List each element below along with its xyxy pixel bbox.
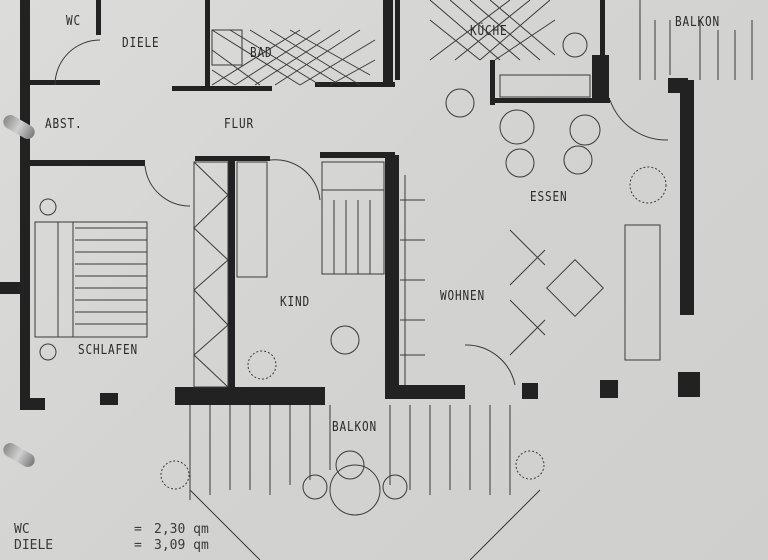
room-label-balkon-east: BALKON — [675, 15, 721, 30]
room-label-essen: ESSEN — [530, 190, 568, 205]
room-label-kueche: KÜCHE — [470, 24, 508, 39]
room-label-balkon-south: BALKON — [332, 420, 378, 435]
area-row: WC = 2,30 qm — [14, 522, 209, 537]
fixtures — [34, 0, 753, 560]
room-label-kind: KIND — [280, 295, 311, 310]
walls — [0, 0, 700, 410]
room-label-bad: BAD — [250, 46, 273, 61]
room-label-diele: DIELE — [122, 36, 160, 51]
area-table: WC = 2,30 qm DIELE = 3,09 qm — [14, 522, 209, 554]
room-label-wohnen: WOHNEN — [440, 289, 486, 304]
room-label-schlafen: SCHLAFEN — [78, 343, 139, 358]
area-row: DIELE = 3,09 qm — [14, 538, 209, 553]
room-label-abstellraum: ABST. — [45, 117, 83, 132]
room-label-flur: FLUR — [224, 117, 255, 132]
room-label-wc: WC — [66, 14, 82, 29]
